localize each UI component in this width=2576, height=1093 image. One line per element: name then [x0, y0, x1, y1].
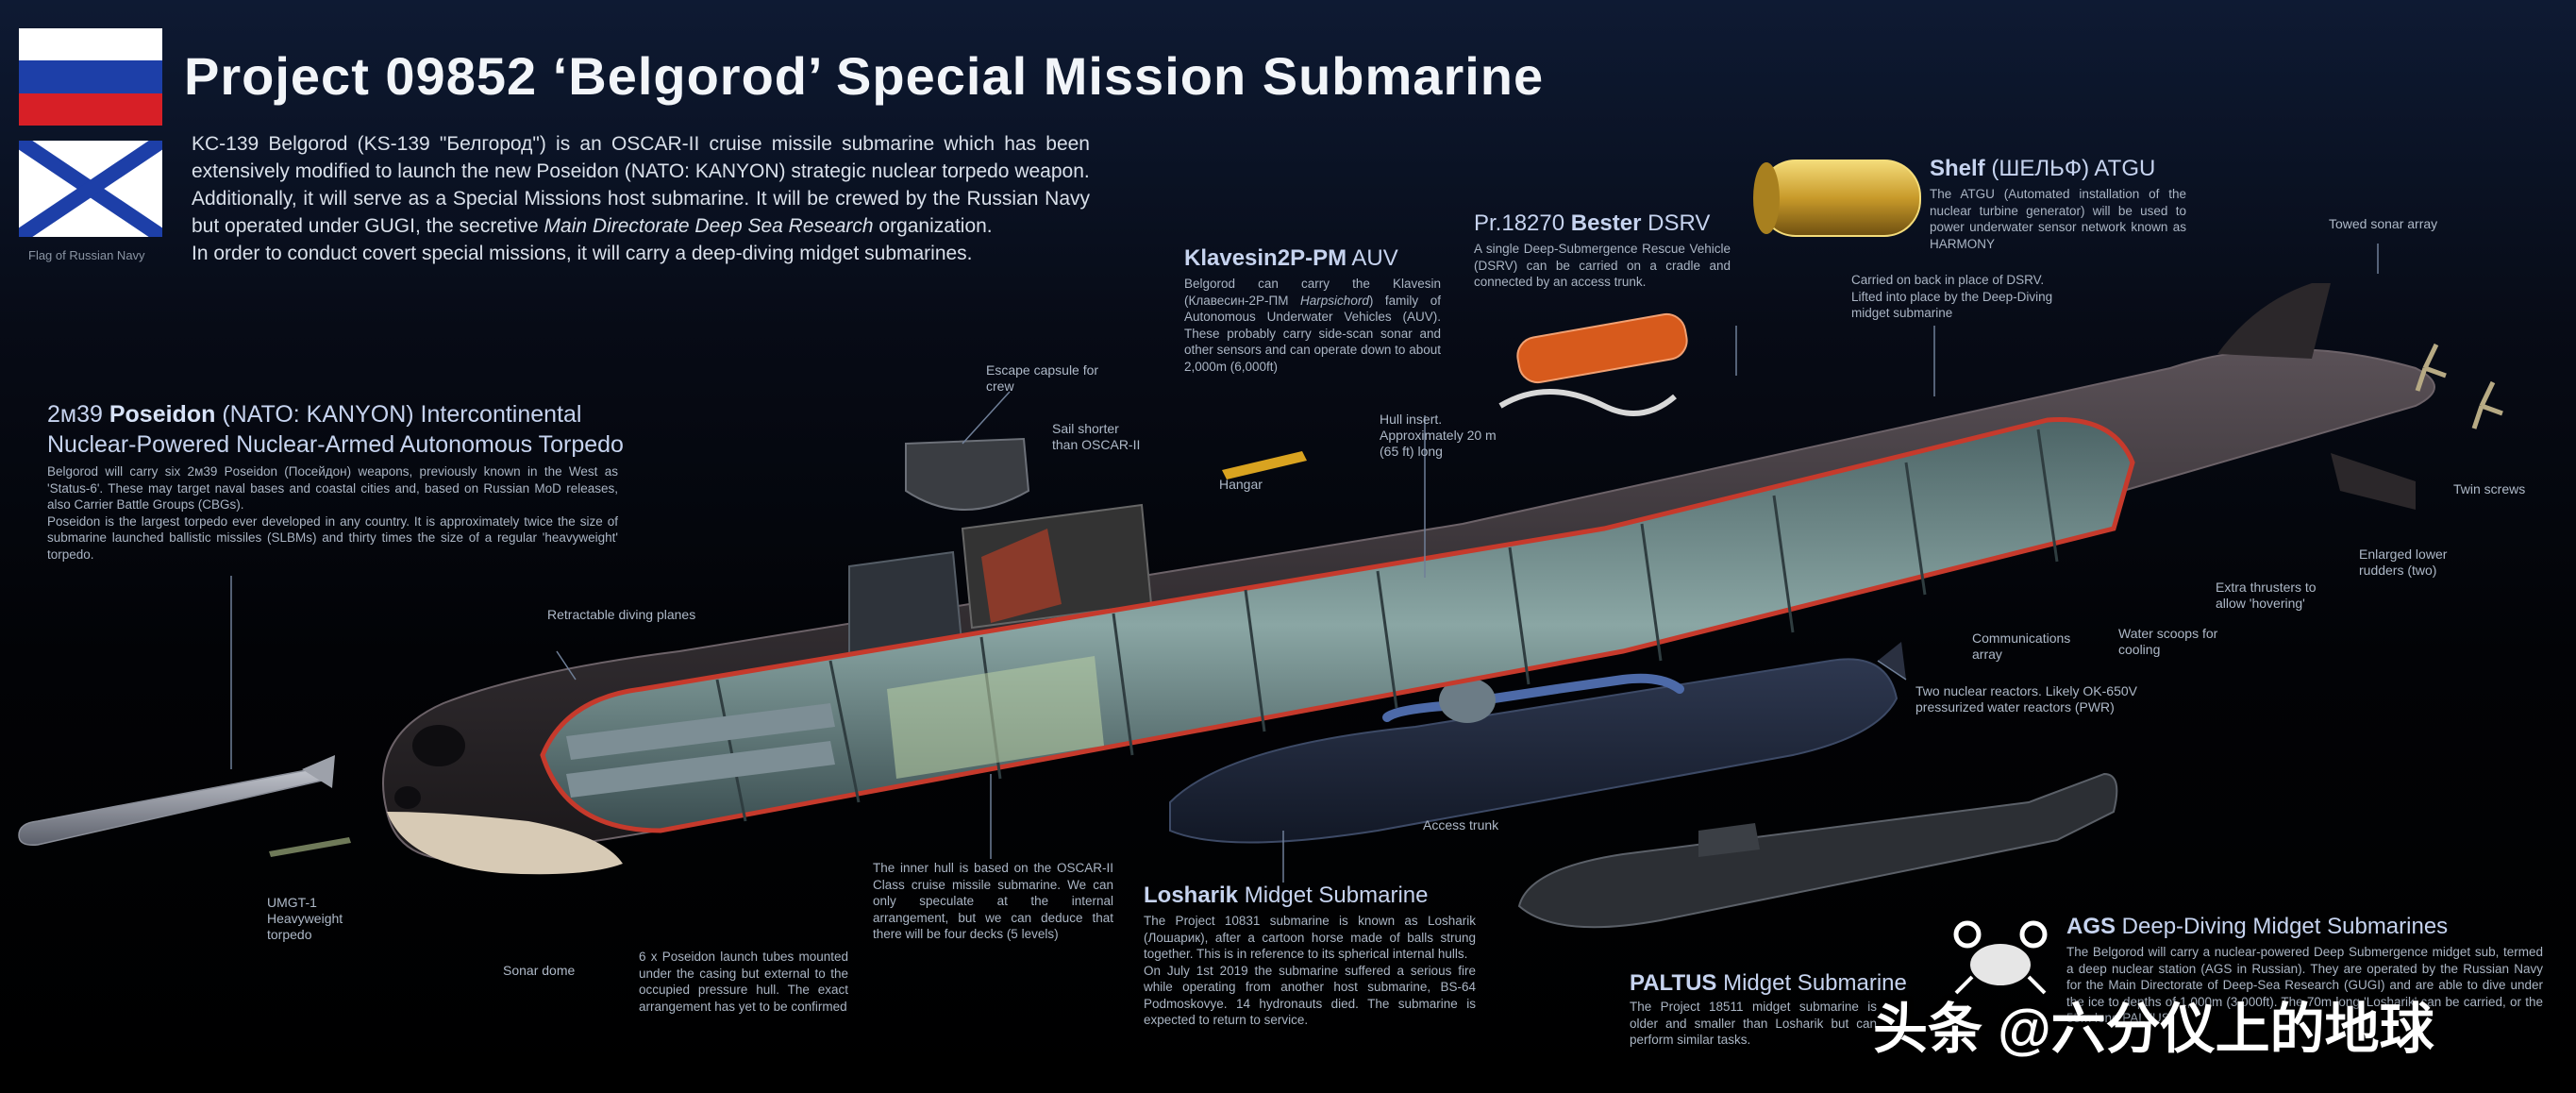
paltus-submarine [1517, 772, 2118, 929]
ags-title: AGS Deep-Diving Midget Submarines [2066, 914, 2449, 939]
label-sonar-dome: Sonar dome [503, 963, 576, 978]
intro-text: KC-139 Belgorod (KS-139 "Белгород") is a… [192, 130, 1090, 267]
auv-description: Belgorod can carry the Klavesin (Клавеси… [1184, 277, 1441, 374]
dsrv-vehicle [1498, 312, 1688, 416]
losharik-title: Losharik Midget Submarine [1144, 883, 1429, 908]
auv-title: Klavesin2P-PM AUV [1184, 245, 1398, 271]
label-hangar: Hangar [1219, 477, 1263, 492]
label-comms: Communications array [1972, 631, 2071, 662]
poseidon-torpedo [18, 755, 335, 847]
shelf-note: Carried on back in place of DSRV. Lifted… [1851, 273, 2053, 320]
dsrv-description: A single Deep-Submergence Rescue Vehicle… [1474, 242, 1731, 289]
screw-icon [2415, 343, 2503, 429]
atgu-module [1753, 160, 1921, 237]
crab-logo-icon [1953, 920, 2048, 995]
paltus-title: PALTUS Midget Submarine [1630, 970, 1907, 996]
ags-description: The Belgorod will carry a nuclear-powere… [2066, 945, 2543, 1025]
watermark-text: 头条 @六分仪上的地球 [1873, 999, 2434, 1060]
label-launch-tubes: 6 x Poseidon launch tubes mounted under … [639, 950, 848, 1014]
russian-flag-icon [19, 28, 162, 126]
label-reactors: Two nuclear reactors. Likely OK-650V pre… [1915, 683, 2137, 715]
poseidon-description: Belgorod will carry six 2м39 Poseidon (П… [47, 464, 618, 562]
intro-paragraph: In order to conduct covert special missi… [192, 243, 973, 264]
auv-vehicle [1222, 451, 1307, 479]
losharik-description: The Project 10831 submarine is known as … [1144, 914, 1476, 1027]
label-rudders: Enlarged lower rudders (two) [2359, 546, 2448, 578]
flag-caption: Flag of Russian Navy [28, 248, 145, 262]
intro-paragraph: Additionally, it will serve as a Special… [192, 188, 1090, 237]
label-hull-insert: Hull insert. Approximately 20 m (65 ft) … [1380, 412, 1497, 459]
poseidon-subtitle: Nuclear-Powered Nuclear-Armed Autonomous… [47, 431, 624, 458]
label-escape-capsule: Escape capsule for crew [986, 362, 1099, 394]
label-twin-screws: Twin screws [2453, 481, 2526, 496]
belgorod-hull [382, 283, 2503, 875]
label-access-trunk: Access trunk [1423, 817, 1499, 832]
naval-ensign-icon [19, 141, 162, 237]
label-sail: Sail shorter than OSCAR-II [1052, 421, 1141, 452]
paltus-description: The Project 18511 midget submarine is ol… [1630, 1000, 1877, 1047]
label-inner-hull: The inner hull is based on the OSCAR-II … [873, 861, 1113, 941]
label-umgt: UMGT-1 Heavyweight torpedo [267, 895, 343, 942]
intro-paragraph: KC-139 Belgorod (KS-139 "Белгород") is a… [192, 133, 1090, 182]
label-water-scoops: Water scoops for cooling [2118, 626, 2218, 657]
umgt-torpedo [269, 837, 351, 857]
shelf-description: The ATGU (Automated installation of the … [1930, 187, 2186, 251]
label-towed-sonar: Towed sonar array [2329, 216, 2438, 231]
shelf-title: Shelf (ШЕЛЬФ) ATGU [1930, 156, 2156, 181]
dsrv-title: Pr.18270 Bester DSRV [1474, 210, 1711, 236]
poseidon-title: 2м39 Poseidon (NATO: KANYON) Intercontin… [47, 401, 582, 428]
page-title: Project 09852 ‘Belgorod’ Special Mission… [184, 46, 1545, 106]
label-diving-planes: Retractable diving planes [547, 607, 696, 622]
losharik-submarine [1169, 642, 1906, 844]
label-thrusters: Extra thrusters to allow 'hovering' [2216, 580, 2317, 611]
